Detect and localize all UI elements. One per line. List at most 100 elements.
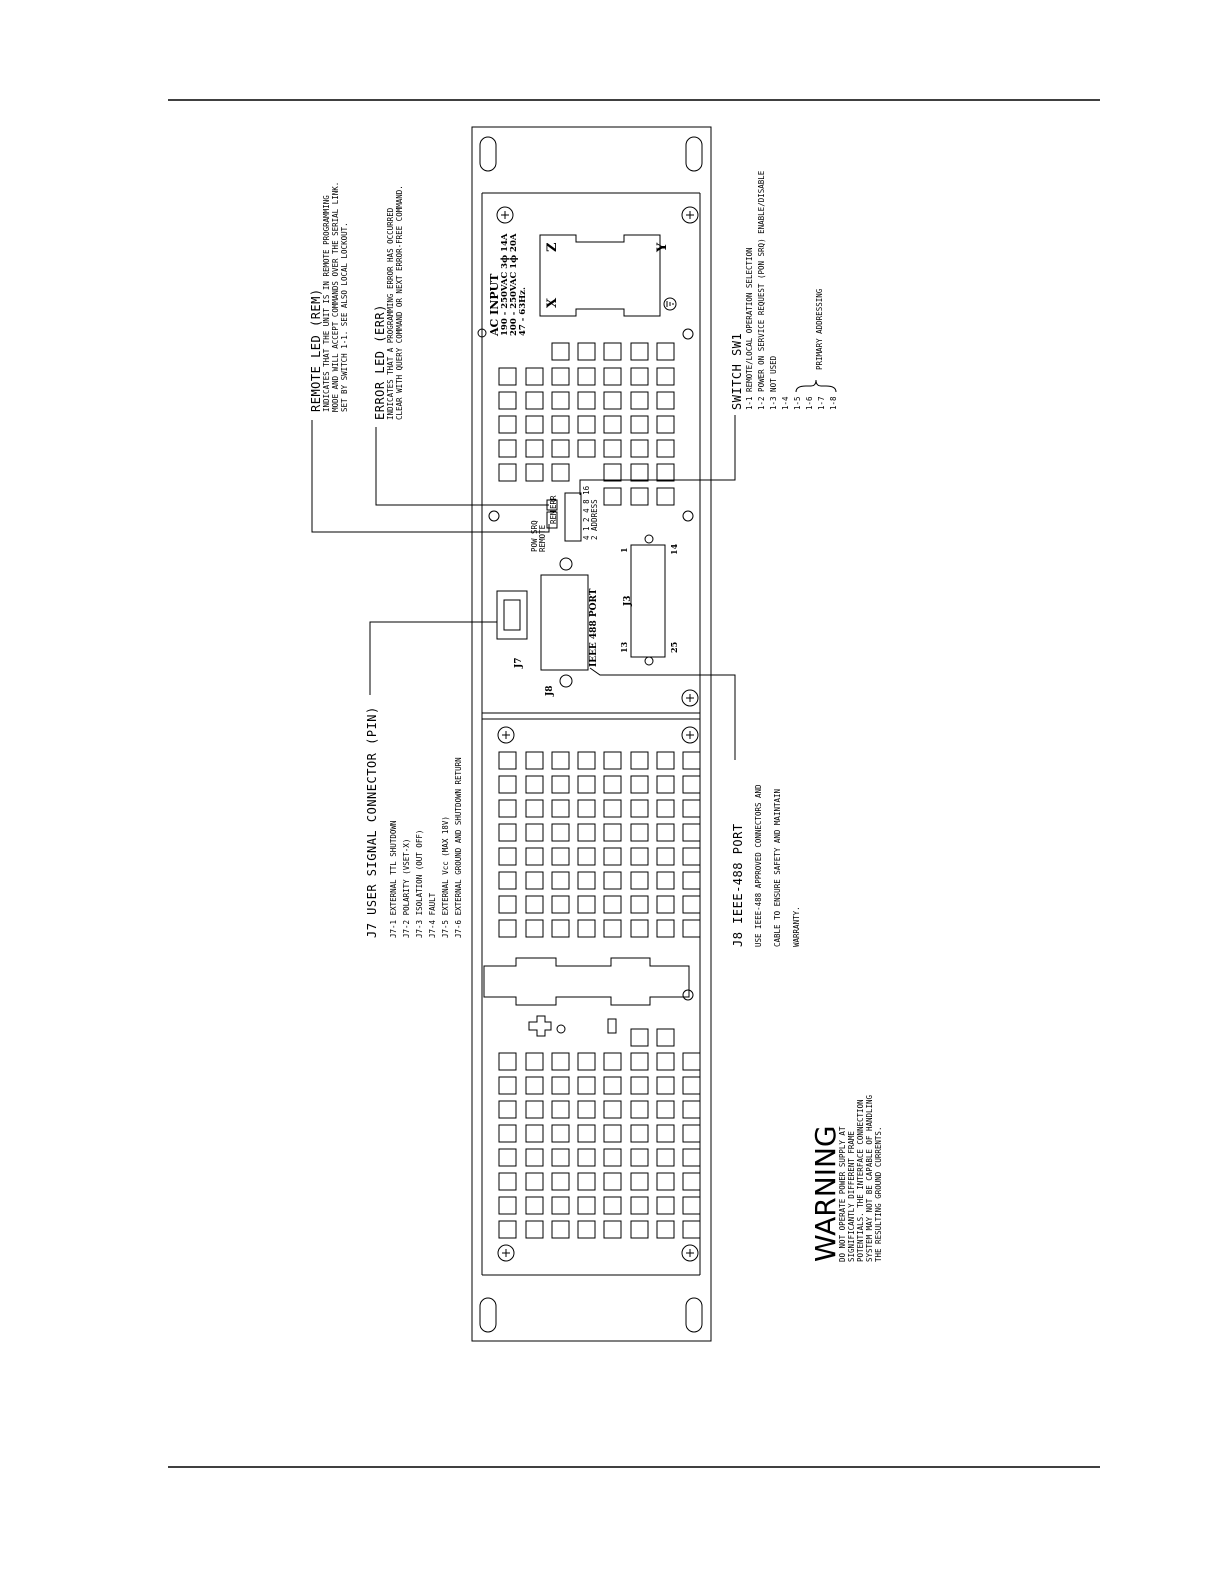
- vent-slot: [551, 342, 570, 361]
- vent-slot: [498, 391, 517, 410]
- vent-slot: [630, 919, 649, 938]
- vent-slot: [630, 1052, 649, 1071]
- vent-slot: [498, 1124, 517, 1143]
- vent-slot: [577, 799, 596, 818]
- vent-slot: [656, 367, 675, 386]
- vent-slot: [656, 799, 675, 818]
- rear-panel: [471, 126, 712, 1342]
- switch-line-4: 1-4: [781, 396, 790, 410]
- vent-slot: [525, 1100, 544, 1119]
- switch-line-8: 1-8: [829, 396, 838, 410]
- vent-slot: [603, 1076, 622, 1095]
- vent-slot: [656, 1124, 675, 1143]
- vent-slot: [656, 775, 675, 794]
- led-group-remote: REMOTE: [538, 524, 547, 552]
- terminal-y: Y: [655, 242, 670, 253]
- vent-slot: [551, 847, 570, 866]
- ac-input-title: AC INPUT: [488, 273, 501, 337]
- vent-slot: [656, 1172, 675, 1191]
- led-label-err: ERR: [549, 495, 558, 509]
- vent-slot: [498, 1172, 517, 1191]
- vent-slot: [656, 439, 675, 458]
- vent-slot: [630, 342, 649, 361]
- vent-slot: [603, 1148, 622, 1167]
- vent-slot: [656, 487, 675, 506]
- vent-slot: [682, 751, 701, 770]
- vent-slot: [682, 775, 701, 794]
- ac-terminal-block: [539, 234, 661, 317]
- primary-addressing-brace: [795, 379, 837, 393]
- vent-slot: [525, 1172, 544, 1191]
- vent-slot: [551, 1220, 570, 1239]
- j8-label: J8: [545, 685, 555, 697]
- vent-slot: [630, 751, 649, 770]
- vent-slot: [577, 1052, 596, 1071]
- vent-slot: [656, 1148, 675, 1167]
- vent-slot: [577, 1148, 596, 1167]
- j7-line-1: J7-1 EXTERNAL TTL SHUTDOWN: [389, 821, 398, 938]
- j8-port-label: IEEE 488 PORT: [589, 588, 599, 667]
- vent-slot: [498, 871, 517, 890]
- vent-slot: [525, 1076, 544, 1095]
- vent-slot: [498, 1196, 517, 1215]
- remote-led-line-3: SET BY SWITCH 1-1. SEE ALSO LOCAL LOCKOU…: [340, 222, 349, 412]
- remote-led-annotation: REMOTE LED (REM) INDICATES THAT THE UNIT…: [309, 182, 349, 412]
- vent-slot: [498, 1148, 517, 1167]
- warning-line-5: THE RESULTING GROUND CURRENTS.: [874, 1127, 883, 1262]
- vent-slot: [656, 847, 675, 866]
- vent-slot: [682, 1052, 701, 1071]
- vent-slot: [551, 871, 570, 890]
- vent-slot: [682, 1100, 701, 1119]
- vent-slot: [656, 1220, 675, 1239]
- j7-line-2: J7-2 POLARITY (VSET-X): [402, 839, 411, 938]
- vent-slot: [551, 391, 570, 410]
- vent-slot: [525, 847, 544, 866]
- j7-line-4: J7-4 FAULT: [428, 892, 437, 938]
- panel-holes: [488, 328, 694, 1034]
- vent-slot: [551, 823, 570, 842]
- vent-slot: [603, 1196, 622, 1215]
- vent-slot: [498, 1220, 517, 1239]
- vent-slot: [551, 367, 570, 386]
- vent-slot: [603, 439, 622, 458]
- vent-slot: [603, 895, 622, 914]
- j8-title: J8 IEEE-488 PORT: [731, 823, 745, 947]
- j3-pin-13: 13: [619, 641, 629, 653]
- vent-slot: [603, 775, 622, 794]
- vent-slot: [577, 895, 596, 914]
- vent-slot: [656, 919, 675, 938]
- vent-slot: [630, 1172, 649, 1191]
- vent-slot: [577, 415, 596, 434]
- vent-slot: [577, 1124, 596, 1143]
- vent-slot: [603, 823, 622, 842]
- switch-line-6: 1-6: [805, 396, 814, 410]
- vent-slot: [630, 1028, 649, 1047]
- vent-slot: [603, 367, 622, 386]
- vent-slot: [630, 895, 649, 914]
- error-led-title: ERROR LED (ERR): [373, 304, 387, 420]
- vent-slot: [630, 1124, 649, 1143]
- vent-slot: [577, 1100, 596, 1119]
- warning-line-4: SYSTEM MAY NOT BE CAPABLE OF HANDLING: [865, 1094, 874, 1262]
- vent-slot: [551, 1052, 570, 1071]
- vent-slot: [630, 799, 649, 818]
- j7-annotation: J7 USER SIGNAL CONNECTOR (PIN) J7-1 EXTE…: [365, 706, 463, 938]
- vent-slot: [682, 1148, 701, 1167]
- j7-label: J7: [514, 657, 524, 669]
- switch-line-3: 1-3 NOT USED: [769, 355, 778, 410]
- vent-slot: [682, 895, 701, 914]
- vent-slot: [525, 439, 544, 458]
- switch-label-bits: 4 1 2 4 8 16: [582, 485, 591, 540]
- warning-line-3: POTENTIALS. THE INTERFACE CONNECTION: [856, 1099, 865, 1262]
- j7-line-3: J7-3 ISOLATION (OUT OFF): [415, 830, 424, 938]
- vent-slot: [498, 415, 517, 434]
- vent-slot: [525, 367, 544, 386]
- vent-slot: [682, 1196, 701, 1215]
- vent-slot: [603, 391, 622, 410]
- vent-slot: [682, 1220, 701, 1239]
- vent-slot: [630, 1100, 649, 1119]
- vent-slot: [577, 823, 596, 842]
- vent-slot: [498, 847, 517, 866]
- vent-slot: [551, 463, 570, 482]
